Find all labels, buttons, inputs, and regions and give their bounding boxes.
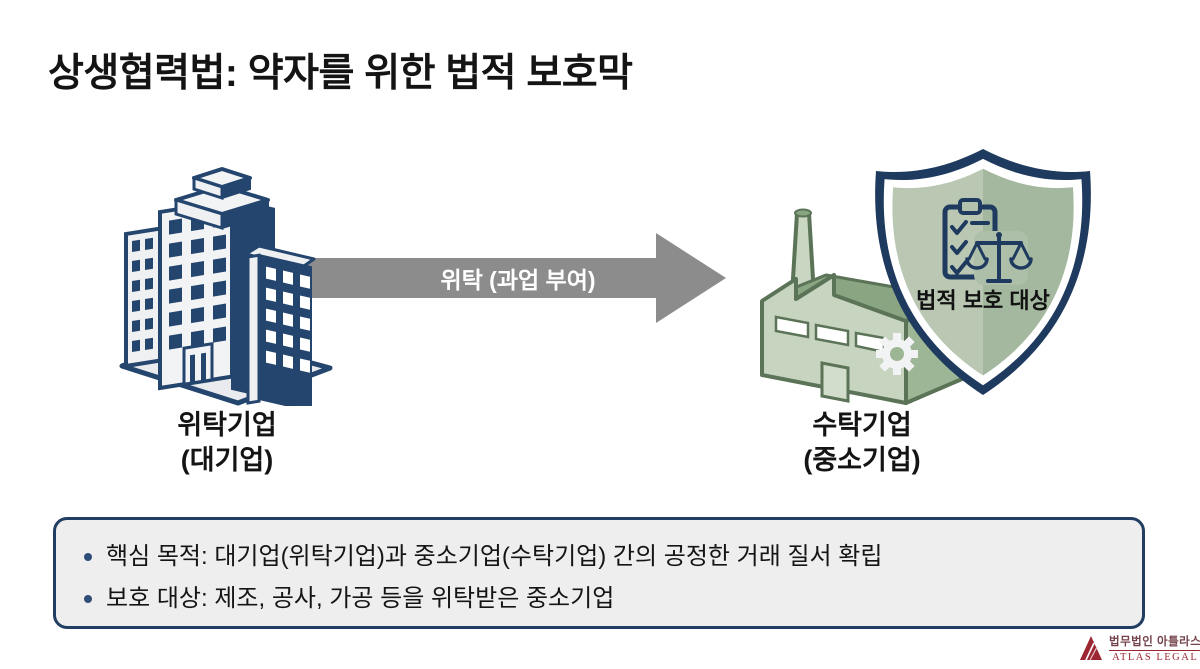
shield-label: 법적 보호 대상 bbox=[916, 288, 1050, 313]
office-building-icon bbox=[118, 148, 333, 413]
summary-bullet-purpose: 핵심 목적: 대기업(위탁기업)과 중소기업(수탁기업) 간의 공정한 거래 질… bbox=[80, 536, 1142, 578]
protection-shield: 법적 보호 대상 bbox=[868, 145, 1098, 401]
summary-list: 핵심 목적: 대기업(위탁기업)과 중소기업(수탁기업) 간의 공정한 거래 질… bbox=[56, 536, 1142, 620]
summary-bullet-purpose-text: 핵심 목적: 대기업(위탁기업)과 중소기업(수탁기업) 간의 공정한 거래 질… bbox=[106, 543, 883, 570]
consignor-label: 위탁기업 (대기업) bbox=[77, 408, 377, 478]
clipboard-scales-icon bbox=[942, 198, 1033, 285]
logo-korean-text: 법무법인 아틀라스 bbox=[1109, 633, 1200, 651]
gear-icon bbox=[876, 333, 918, 375]
consignee-label: 수탁기업 (중소기업) bbox=[712, 408, 1012, 478]
atlas-triangle-icon bbox=[1080, 636, 1102, 661]
right-arrow-icon bbox=[298, 233, 726, 323]
slide-title: 상생협력법: 약자를 위한 법적 보호막 bbox=[48, 52, 633, 95]
atlas-legal-logo: 법무법인 아틀라스 ATLAS LEGAL bbox=[1078, 633, 1200, 663]
consignee-name: 수탁기업 bbox=[812, 410, 912, 440]
summary-bullet-scope-text: 보호 대상: 제조, 공사, 가공 등을 위탁받은 중소기업 bbox=[106, 585, 615, 612]
shield-icon bbox=[875, 149, 1091, 395]
bullet-dot-icon bbox=[84, 595, 92, 603]
consignor-type: (대기업) bbox=[180, 445, 274, 475]
bullet-dot-icon bbox=[84, 553, 92, 561]
consignee-type: (중소기업) bbox=[803, 445, 921, 475]
logo-english-text: ATLAS LEGAL bbox=[1112, 652, 1199, 663]
summary-bullet-scope: 보호 대상: 제조, 공사, 가공 등을 위탁받은 중소기업 bbox=[80, 578, 1142, 620]
consignor-name: 위탁기업 bbox=[177, 410, 277, 440]
summary-box: 핵심 목적: 대기업(위탁기업)과 중소기업(수탁기업) 간의 공정한 거래 질… bbox=[53, 517, 1145, 629]
office-building-svg bbox=[119, 167, 333, 413]
arrow-label: 위탁 (과업 부여) bbox=[440, 267, 596, 293]
consignment-arrow: 위탁 (과업 부여) bbox=[298, 230, 728, 326]
